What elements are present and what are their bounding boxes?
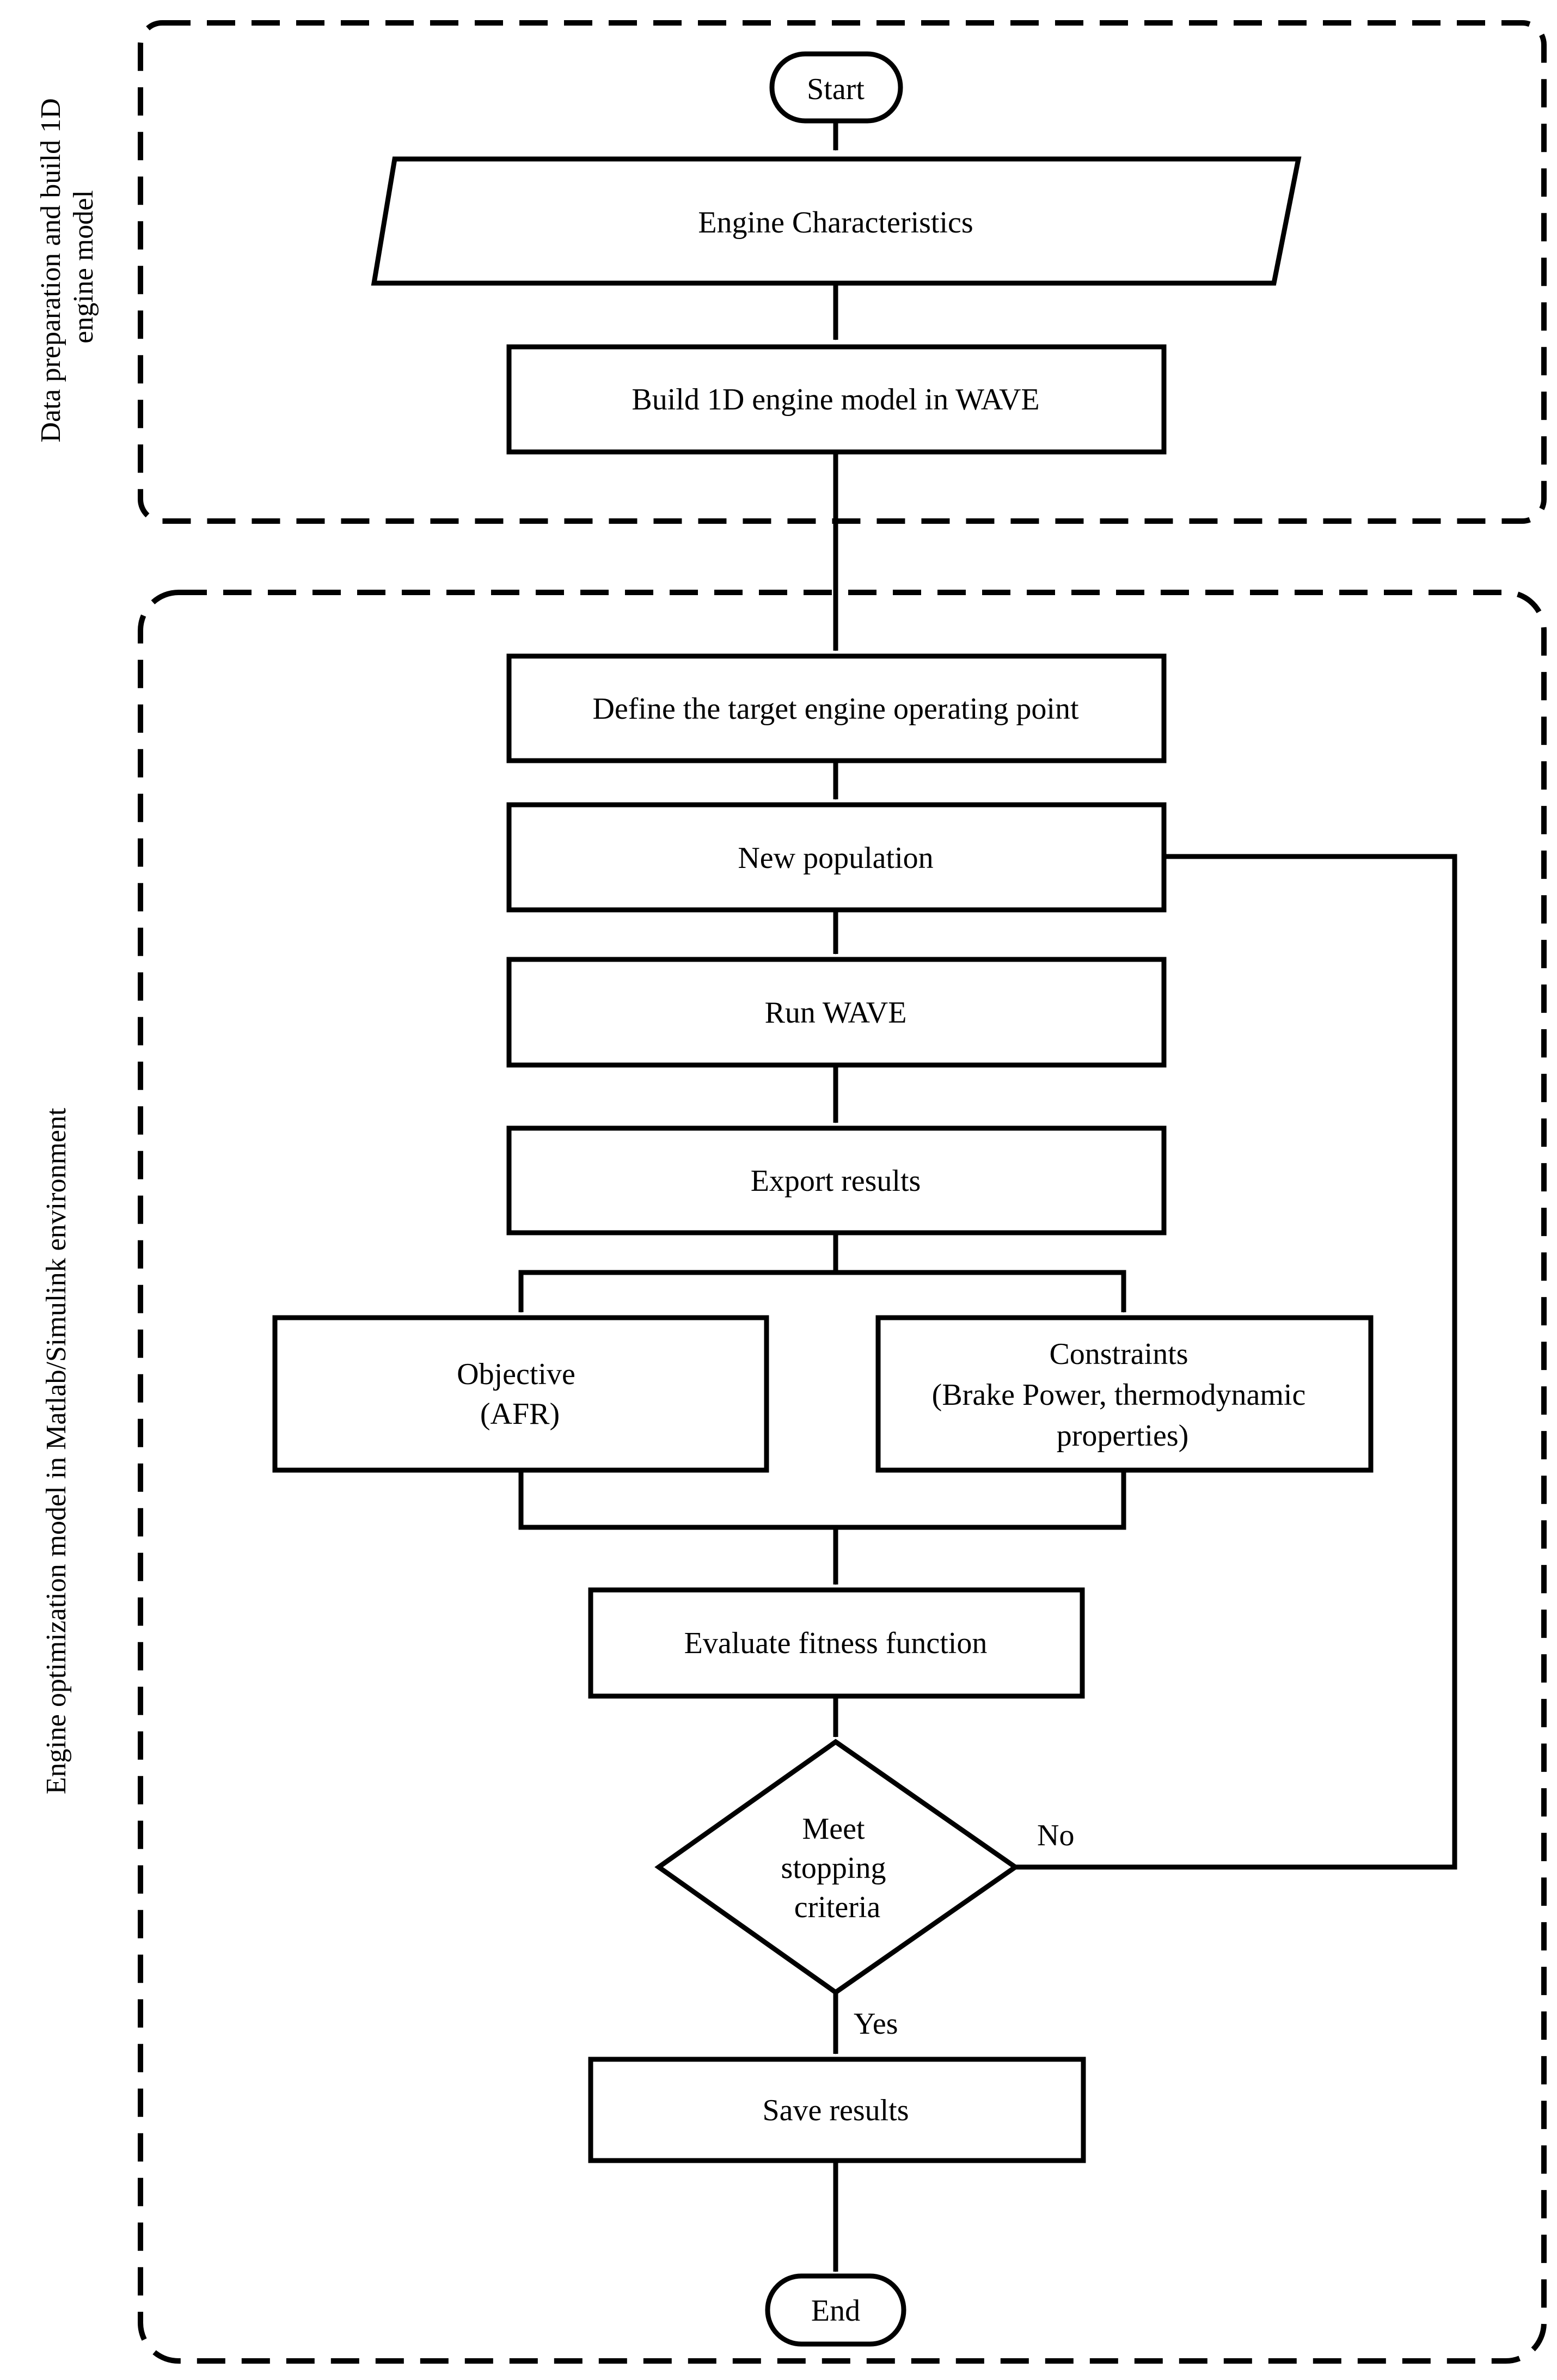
node-text-line: (Brake Power, thermodynamic (932, 1378, 1306, 1412)
node-objective: Objective (AFR) (272, 1315, 769, 1473)
node-constraints: Constraints (Brake Power, thermodynamic … (875, 1315, 1374, 1473)
node-text-line: Engine Characteristics (698, 206, 973, 240)
node-text-line: Save results (762, 2094, 909, 2127)
node-start: Start (769, 51, 903, 124)
node-export-results-shape (506, 1125, 1167, 1235)
node-save-results: Save results (588, 2057, 1086, 2163)
node-export-results-label: Export results (751, 1164, 921, 1198)
edges (518, 121, 1457, 2272)
node-text-line: stopping (781, 1851, 886, 1885)
node-new-population: New population (506, 802, 1167, 913)
node-text-line: Meet (802, 1812, 865, 1846)
node-stopping-criteria: Meet stopping criteria (654, 1739, 1020, 1996)
node-constraints-shape (875, 1315, 1374, 1473)
node-new-population-shape (506, 802, 1167, 913)
node-save-results-shape (588, 2057, 1086, 2163)
group-frame-engine-optimization (138, 590, 1547, 2364)
node-end: End (765, 2273, 906, 2347)
node-text-line: Export results (751, 1164, 921, 1198)
node-build-model: Build 1D engine model in WAVE (506, 344, 1167, 455)
node-text-line: End (811, 2294, 860, 2328)
node-text-line: New population (738, 841, 933, 875)
group-label-line: Engine optimization model in Matlab/Simu… (41, 1108, 72, 1794)
node-run-wave-label: Run WAVE (765, 996, 907, 1030)
node-define-target-label: Define the target engine operating point (592, 692, 1079, 726)
node-end-label: End (811, 2294, 860, 2328)
group-label-line: Data preparation and build 1D (35, 98, 66, 442)
node-engine-characteristics-shape (371, 156, 1302, 286)
node-define-target: Define the target engine operating point (506, 653, 1167, 763)
node-save-results-label: Save results (762, 2094, 909, 2127)
edge-objective-to-evaluate-fitness (518, 1470, 836, 1530)
node-text-line: Objective (457, 1357, 575, 1391)
node-new-population-label: New population (738, 841, 933, 875)
node-constraints-label: Constraints (Brake Power, thermodynamic … (932, 1337, 1314, 1453)
group-frame-data-preparation (138, 20, 1547, 524)
group-label-line: engine model (68, 190, 99, 344)
node-run-wave-shape (506, 957, 1167, 1068)
node-build-model-shape (506, 344, 1167, 455)
node-define-target-shape (506, 653, 1167, 763)
node-text-line: Build 1D engine model in WAVE (632, 383, 1039, 417)
edge-label-no: No (1037, 1819, 1074, 1852)
node-engine-characteristics: Engine Characteristics (371, 156, 1302, 286)
node-text-line: criteria (794, 1890, 881, 1924)
node-text-line: properties) (1057, 1419, 1189, 1453)
node-start-shape (769, 51, 903, 124)
node-text-line: Define the target engine operating point (592, 692, 1079, 726)
group-label-engine-optimization: Engine optimization model in Matlab/Simu… (41, 1108, 72, 1794)
group-label-data-preparation: Data preparation and build 1D engine mod… (35, 91, 99, 442)
node-text-line: Start (807, 72, 865, 106)
node-start-label: Start (807, 72, 865, 106)
edge-stopping-criteria-no-to-new-population (1015, 854, 1457, 1870)
node-stopping-criteria-label: Meet stopping criteria (781, 1812, 894, 1924)
node-objective-label: Objective (AFR) (457, 1357, 583, 1431)
node-evaluate-fitness-label: Evaluate fitness function (684, 1626, 988, 1660)
node-objective-shape (272, 1315, 769, 1473)
node-evaluate-fitness-shape (588, 1587, 1085, 1699)
node-end-shape (765, 2273, 906, 2347)
node-text-line: Run WAVE (765, 996, 907, 1030)
node-run-wave: Run WAVE (506, 957, 1167, 1068)
node-stopping-criteria-shape (654, 1739, 1020, 1996)
node-text-line: Constraints (1049, 1337, 1188, 1371)
node-build-model-label: Build 1D engine model in WAVE (632, 383, 1039, 417)
node-evaluate-fitness: Evaluate fitness function (588, 1587, 1085, 1699)
edge-export-results-to-objective (518, 1233, 838, 1313)
node-text-line: (AFR) (480, 1397, 560, 1431)
node-text-line: Evaluate fitness function (684, 1626, 988, 1660)
node-engine-characteristics-label: Engine Characteristics (698, 206, 973, 240)
edge-constraints-to-evaluate-fitness (833, 1470, 1126, 1585)
edge-label-yes: Yes (854, 2007, 898, 2041)
node-export-results: Export results (506, 1125, 1167, 1235)
edge-export-results-to-constraints (836, 1270, 1126, 1313)
